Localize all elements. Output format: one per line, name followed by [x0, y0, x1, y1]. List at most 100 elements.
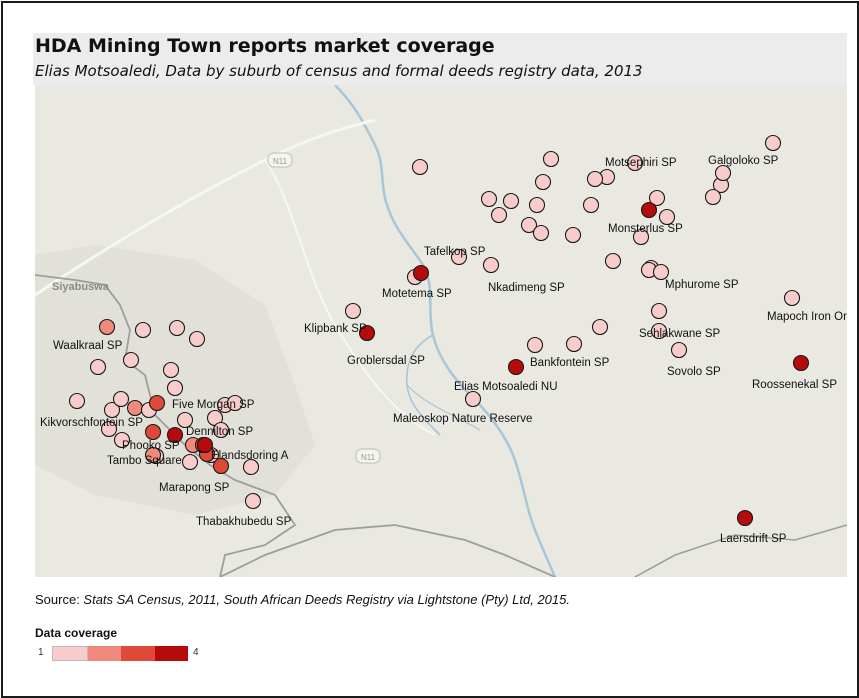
map-point[interactable] [502, 192, 520, 210]
map-point-roossenekal-sp[interactable] [792, 354, 810, 372]
map-point[interactable] [188, 330, 206, 348]
map-point[interactable] [113, 431, 131, 449]
map-point-nkadimeng-sp[interactable] [482, 256, 500, 274]
map-point[interactable] [650, 302, 668, 320]
map-point[interactable] [226, 394, 244, 412]
map-point[interactable] [411, 158, 429, 176]
map-label-sehlakwane-sp: Sehlakwane SP [639, 328, 721, 340]
data-points [68, 134, 810, 527]
map-label-elandsdoring-a: Elandsdoring A [211, 450, 289, 462]
map-point-laersdrift-sp[interactable] [736, 509, 754, 527]
map-point-tafelkop-sp[interactable] [450, 248, 468, 266]
map-point-marapong-sp[interactable] [212, 457, 230, 475]
map-point-bankfontein-sp[interactable] [507, 358, 525, 376]
source-note: Source: Stats SA Census, 2011, South Afr… [35, 592, 570, 607]
map-point-thabakhubedu-sp[interactable] [244, 492, 262, 510]
map-point[interactable] [658, 208, 676, 226]
map-point[interactable] [126, 399, 144, 417]
map-point-maleoskop-nature-reserve[interactable] [464, 390, 482, 408]
map-point-elias-motsoaledi-nu[interactable] [526, 336, 544, 354]
map-point[interactable] [89, 358, 107, 376]
legend-swatch-1 [52, 646, 88, 661]
source-prefix: Source: [35, 592, 84, 607]
map-label-klipbank-sp: Klipbank SP [304, 323, 367, 335]
map-point[interactable] [112, 390, 130, 408]
map-point-motetema-sp[interactable] [412, 264, 430, 282]
road-n11 [35, 118, 376, 297]
map-point-kikvorschfontein-sp[interactable] [68, 392, 86, 410]
map-point-galgoloko-sp[interactable] [714, 164, 732, 182]
map-point-motsephiri-sp[interactable] [586, 170, 604, 188]
map-point-sovolo-sp[interactable] [670, 341, 688, 359]
map-point[interactable] [122, 351, 140, 369]
map-point[interactable] [564, 226, 582, 244]
map-label-five-morgan-sp: Five Morgan SP [172, 399, 255, 411]
map-point-klipbank-sp[interactable] [344, 302, 362, 320]
map-label-galgoloko-sp: Galgoloko SP [708, 155, 779, 167]
map-label-dennilton-sp: Dennilton SP [186, 426, 253, 438]
road-shield-n11-south: N11 [355, 448, 381, 464]
map-point-groblersdal-sp[interactable] [358, 324, 376, 342]
page-title: HDA Mining Town reports market coverage [35, 35, 495, 57]
map-point-elandsdoring-a[interactable] [196, 436, 214, 454]
map-point[interactable] [532, 224, 550, 242]
map-point[interactable] [704, 188, 722, 206]
map-label-monsterlus-sp: Monsterlus SP [608, 223, 683, 235]
place-label-siyabuswa: Siyabuswa [52, 281, 110, 293]
map-label-phooko-sp: Phooko SP [122, 440, 180, 452]
map-label-tafelkop-sp: Tafelkop SP [424, 246, 486, 258]
map-point[interactable] [242, 458, 260, 476]
legend-title: Data coverage [35, 626, 118, 640]
header: HDA Mining Town reports market coverage … [33, 33, 847, 85]
boundary-south [219, 524, 556, 577]
map-point-monsterlus-sp[interactable] [640, 201, 658, 219]
map-point-waalkraal-sp[interactable] [98, 318, 116, 336]
map-label-nkadimeng-sp: Nkadimeng SP [488, 282, 565, 294]
map-point-sehlakwane-sp[interactable] [650, 322, 668, 340]
map-point[interactable] [604, 252, 622, 270]
map-point[interactable] [534, 173, 552, 191]
map-point[interactable] [520, 216, 538, 234]
map-point[interactable] [134, 321, 152, 339]
map-point[interactable] [100, 420, 118, 438]
map-point-five-morgan-sp[interactable] [148, 394, 166, 412]
map-label-mphurome-sp: Mphurome SP [665, 279, 739, 291]
map-label-elias-motsoaledi-nu: Elias Motsoaledi NU [454, 381, 558, 393]
map-point[interactable] [565, 335, 583, 353]
map-label-waalkraal-sp: Waalkraal SP [53, 340, 123, 352]
map-point[interactable] [648, 189, 666, 207]
map-point-tambo-square[interactable] [144, 446, 162, 464]
map-point[interactable] [626, 154, 644, 172]
map-point[interactable] [103, 401, 121, 419]
map-label-sovolo-sp: Sovolo SP [667, 366, 721, 378]
map-point[interactable] [542, 150, 560, 168]
map-point[interactable] [490, 206, 508, 224]
map-point-mphurome-sp[interactable] [652, 263, 670, 281]
map-point[interactable] [162, 361, 180, 379]
map-point[interactable] [166, 379, 184, 397]
boundary-southeast [634, 524, 847, 577]
map-point[interactable] [480, 190, 498, 208]
map-point[interactable] [582, 196, 600, 214]
map-point[interactable] [176, 411, 194, 429]
map-point[interactable] [212, 421, 230, 439]
road-secondary [264, 159, 436, 436]
svg-text:N11: N11 [273, 157, 288, 166]
map-label-roossenekal-sp: Roossenekal SP [752, 379, 837, 391]
map-point[interactable] [632, 228, 650, 246]
map-point[interactable] [591, 318, 609, 336]
map-point-mapoch-iron-ore-mi[interactable] [783, 289, 801, 307]
map-point[interactable] [181, 453, 199, 471]
legend-swatch-3 [121, 646, 155, 661]
map-point[interactable] [168, 319, 186, 337]
map-point[interactable] [528, 196, 546, 214]
map-point[interactable] [764, 134, 782, 152]
map-label-bankfontein-sp: Bankfontein SP [530, 357, 610, 369]
map-label-laersdrift-sp: Laersdrift SP [720, 533, 787, 545]
page-subtitle: Elias Motsoaledi, Data by suburb of cens… [35, 62, 643, 80]
map-point[interactable] [144, 423, 162, 441]
map-point-phooko-sp[interactable] [166, 426, 184, 444]
road-shield-n11-north: N11 [267, 152, 293, 168]
